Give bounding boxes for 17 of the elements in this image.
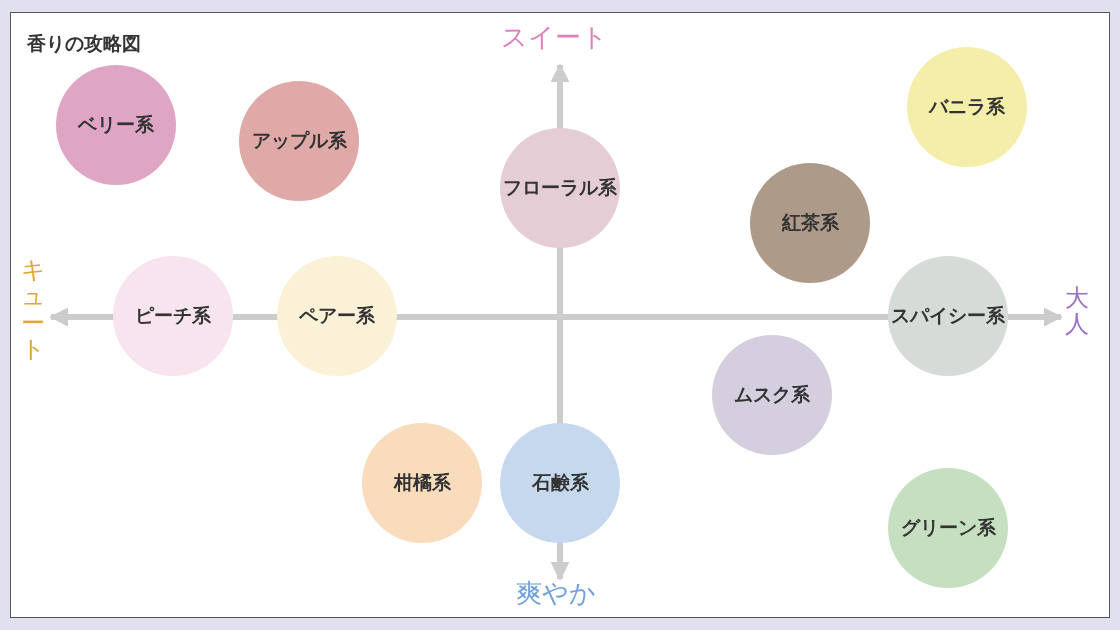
- axis-label: 爽やか: [516, 579, 596, 608]
- scent-circle: 紅茶系: [750, 163, 870, 283]
- map-title: 香りの攻略図: [27, 31, 141, 56]
- scent-circle: グリーン系: [888, 468, 1008, 588]
- scent-circle: フローラル系: [500, 128, 620, 248]
- scent-circle: ムスク系: [712, 335, 832, 455]
- scent-circle: ベリー系: [56, 65, 176, 185]
- scent-circle: アップル系: [239, 81, 359, 201]
- scent-circle: スパイシー系: [888, 256, 1008, 376]
- scent-circle: ピーチ系: [113, 256, 233, 376]
- scent-circle: バニラ系: [907, 47, 1027, 167]
- axis-label: キュート: [21, 257, 45, 363]
- axis-label: スイート: [501, 23, 608, 52]
- scent-circle: 柑橘系: [362, 423, 482, 543]
- axis-label: 大人: [1065, 285, 1089, 338]
- scent-circle: ペアー系: [277, 256, 397, 376]
- scent-circle: 石鹸系: [500, 423, 620, 543]
